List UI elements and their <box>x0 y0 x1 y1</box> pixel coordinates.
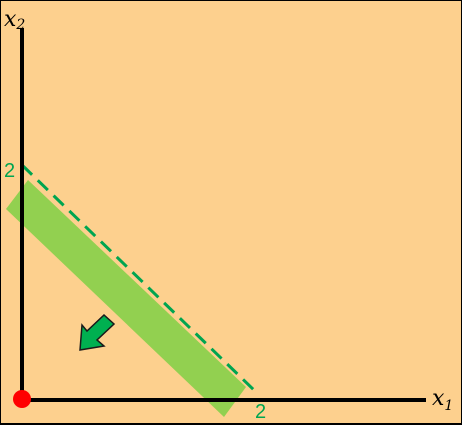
y-axis-label: x2 <box>4 7 25 33</box>
origin-marker <box>13 390 31 408</box>
x-axis-label-var: x <box>432 386 445 411</box>
constraint-line-dashed <box>20 163 258 394</box>
feasible-band <box>6 180 246 417</box>
x-axis-label-sub: 1 <box>444 398 453 414</box>
x-axis-label: x1 <box>432 386 453 414</box>
arrow-down-left-icon <box>79 313 116 351</box>
y-intercept-label: 2 <box>4 160 15 182</box>
y-axis-label-var: x <box>4 7 17 32</box>
y-axis-label-sub: 2 <box>15 17 25 33</box>
x-intercept-label: 2 <box>255 401 266 423</box>
